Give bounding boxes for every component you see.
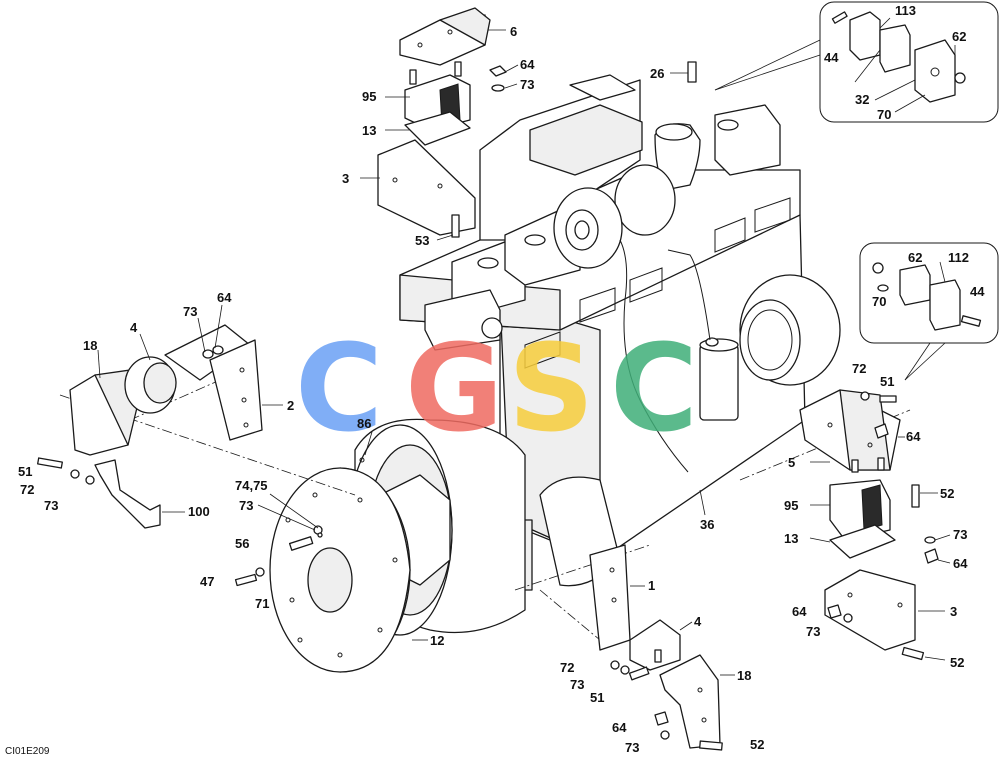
watermark: C G S C: [295, 320, 698, 459]
part-label-73-right1: 73: [953, 527, 967, 542]
part-label-62-right: 62: [908, 250, 922, 265]
part-label-100: 100: [188, 504, 210, 519]
watermark-letter-4: C: [610, 320, 698, 459]
watermark-letter-3: S: [508, 320, 594, 459]
part-label-3-top: 3: [342, 171, 349, 186]
part-label-72-left: 72: [20, 482, 34, 497]
part-label-56: 56: [235, 536, 249, 551]
part-label-18-left: 18: [83, 338, 97, 353]
part-label-86: 86: [357, 416, 371, 431]
fitting-26: [687, 61, 697, 83]
part-label-72-right: 72: [852, 361, 866, 376]
part-label-18-bottom: 18: [737, 668, 751, 683]
part-label-62-top: 62: [952, 29, 966, 44]
part-label-51-left: 51: [18, 464, 32, 479]
part-label-73-bottom1: 73: [570, 677, 584, 692]
flywheel: [269, 467, 411, 673]
part-label-13-top: 13: [362, 123, 376, 138]
part-label-47: 47: [200, 574, 214, 589]
part-label-113: 113: [895, 3, 916, 18]
part-label-73-flywheel: 73: [239, 498, 253, 513]
leader-lines: [97, 17, 956, 676]
engine-assembly: [399, 74, 841, 591]
part-label-1: 1: [648, 578, 655, 593]
part-label-64-right1: 64: [906, 429, 921, 444]
part-label-112: 112: [948, 250, 969, 265]
callout-detail-top: [714, 1, 999, 123]
part-label-12: 12: [430, 633, 444, 648]
part-label-73-right2: 73: [806, 624, 820, 639]
part-label-13-right: 13: [784, 531, 798, 546]
part-label-74-75: 74,75: [235, 478, 268, 493]
part-label-95-top: 95: [362, 89, 376, 104]
part-label-64-bottom: 64: [612, 720, 627, 735]
part-label-64-top: 64: [520, 57, 535, 72]
part-label-73-left2: 73: [44, 498, 58, 513]
part-label-64-left: 64: [217, 290, 232, 305]
callout-detail-right: [859, 242, 999, 381]
right-mount-group: [799, 389, 939, 661]
watermark-letter-1: C: [295, 320, 383, 459]
part-label-2: 2: [287, 398, 294, 413]
part-label-4-left: 4: [130, 320, 138, 335]
part-label-73-bottom2: 73: [625, 740, 639, 755]
part-label-4-bottom: 4: [694, 614, 702, 629]
part-label-52-right2: 52: [950, 655, 964, 670]
part-label-51-right: 51: [880, 374, 894, 389]
part-label-3-right: 3: [950, 604, 957, 619]
bottom-mount-group: [589, 544, 723, 751]
part-label-73-top: 73: [520, 77, 534, 92]
part-label-73-left1: 73: [183, 304, 197, 319]
drawing-code: CI01E209: [5, 746, 50, 757]
part-number-labels: 6 64 73 95 13 3 53 26 113 44 62 32 70 62…: [5, 3, 985, 757]
part-label-44-right: 44: [970, 284, 985, 299]
part-label-6: 6: [510, 24, 517, 39]
part-label-64-right2: 64: [953, 556, 968, 571]
part-label-52-bottom: 52: [750, 737, 764, 752]
part-label-52-right1: 52: [940, 486, 954, 501]
part-label-72-bottom: 72: [560, 660, 574, 675]
part-label-51-bottom: 51: [590, 690, 604, 705]
watermark-letter-2: G: [405, 320, 504, 459]
part-label-70-right: 70: [872, 294, 886, 309]
part-label-32: 32: [855, 92, 869, 107]
part-label-64-right3: 64: [792, 604, 807, 619]
part-label-53: 53: [415, 233, 429, 248]
part-label-26: 26: [650, 66, 664, 81]
part-label-95-right: 95: [784, 498, 798, 513]
part-label-71: 71: [255, 596, 269, 611]
part-label-70-top: 70: [877, 107, 891, 122]
part-label-36: 36: [700, 517, 714, 532]
top-mount-group: [377, 7, 507, 238]
part-label-44-top: 44: [824, 50, 839, 65]
part-label-5: 5: [788, 455, 795, 470]
left-mount-group: [37, 324, 263, 529]
